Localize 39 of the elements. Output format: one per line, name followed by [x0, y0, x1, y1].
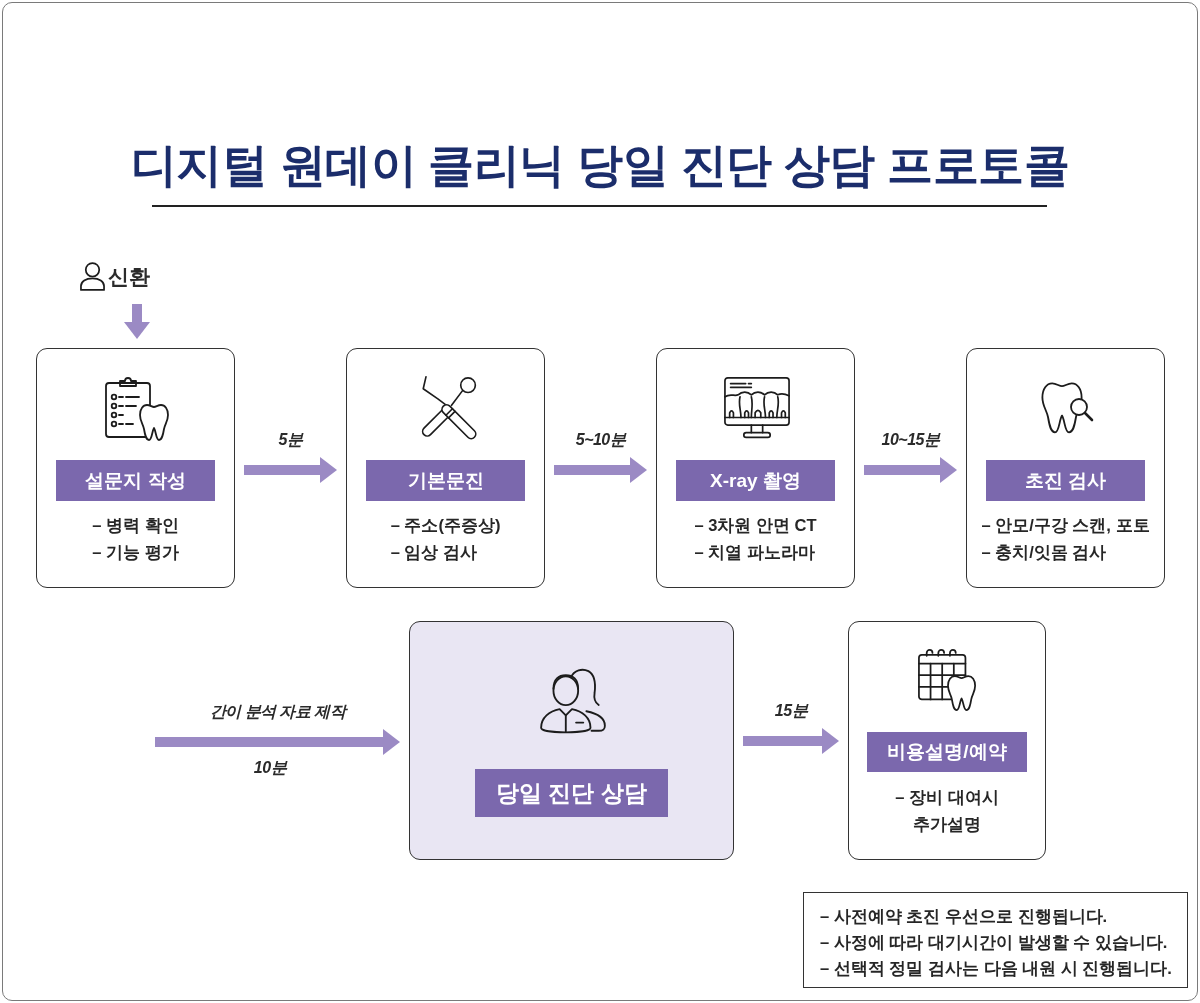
- bullet-text: – 병력 확인: [92, 515, 179, 536]
- bullet-text: – 안모/구강 스캔, 포토: [981, 515, 1150, 536]
- bullet-text: – 충치/잇몸 검사: [981, 542, 1108, 563]
- step-box: [346, 348, 545, 588]
- bullet-text: – 치열 파노라마: [694, 542, 816, 563]
- start-label: 신환: [108, 264, 150, 290]
- step-box: [36, 348, 235, 588]
- arrow: [554, 457, 647, 483]
- edge-label: 5분: [278, 430, 303, 450]
- duration-label: 10분: [253, 758, 287, 778]
- arrow: [155, 729, 400, 755]
- bullet-text: – 기능 평가: [92, 542, 179, 563]
- step-box: [656, 348, 855, 588]
- edge-label: 간이 분석 자료 제작: [209, 702, 346, 722]
- bullet-text: – 임상 검사: [390, 542, 478, 563]
- arrow: [124, 304, 150, 339]
- bullet-text: – 3차원 안면 CT: [694, 515, 817, 536]
- edge-label: 15분: [774, 701, 808, 721]
- title-bar: 초진 검사: [986, 460, 1145, 501]
- note-box: [803, 892, 1188, 988]
- title-bar: X-ray 촬영: [676, 460, 835, 501]
- title-bar: 설문지 작성: [56, 460, 215, 501]
- title-bar: 비용설명/예약: [867, 732, 1027, 772]
- note-text: – 사전예약 초진 우선으로 진행됩니다.: [820, 906, 1109, 927]
- step-box: [966, 348, 1165, 588]
- arrow: [743, 728, 839, 754]
- step-box: [409, 621, 734, 860]
- title-bar: 당일 진단 상담: [475, 769, 668, 817]
- title: 디지털 원데이 클리닉 당일 진단 상담 프로토콜: [129, 138, 1071, 193]
- bullet-text: – 주소(주증상): [390, 515, 501, 536]
- edge-label: 5~10분: [575, 430, 626, 450]
- note-text: – 선택적 정밀 검사는 다음 내원 시 진행됩니다.: [820, 958, 1173, 979]
- step-box: [848, 621, 1046, 860]
- bullet-text: – 장비 대여시 추가설명: [894, 787, 1000, 835]
- arrow: [244, 457, 337, 483]
- note-text: – 사정에 따라 대기시간이 발생할 수 있습니다.: [820, 932, 1169, 953]
- title-bar: 기본문진: [366, 460, 525, 501]
- arrow: [864, 457, 957, 483]
- edge-label: 10~15분: [881, 430, 940, 450]
